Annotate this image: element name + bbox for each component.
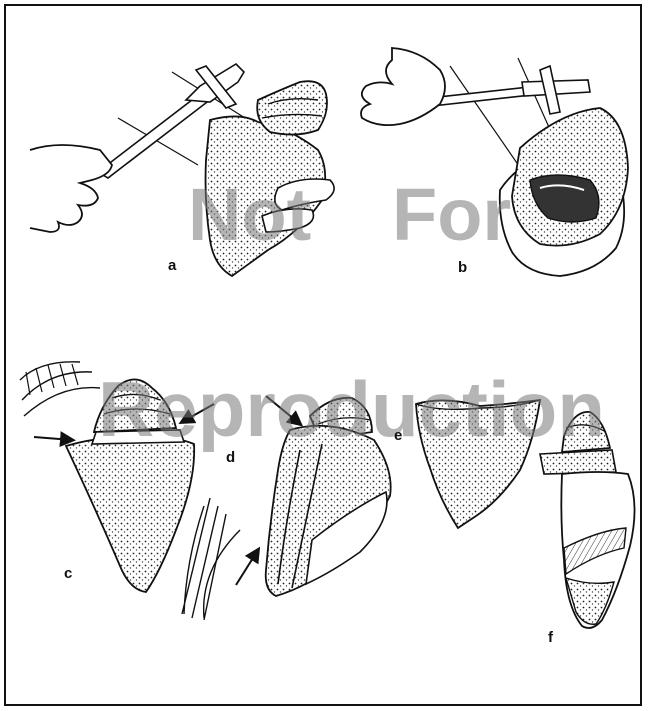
shell-c-body [66,437,194,592]
panel-label-e: e [394,428,402,443]
panel-b-drawing [361,48,628,276]
panel-label-d: d [226,450,235,465]
panel-f-drawing [540,412,635,628]
arrow-c-right [182,404,214,422]
panel-c-drawing [20,362,214,592]
shell-f-spire [562,412,610,452]
shell-c-spire [94,379,176,432]
panel-e-drawing [416,400,540,528]
hand-b-rod [361,48,445,125]
hand-a [30,145,112,232]
panel-label-b: b [458,260,467,275]
arrow-c-left [34,437,72,440]
panel-label-c: c [64,566,72,581]
shell-e [416,400,540,528]
panel-label-f: f [548,630,553,645]
panel-a-drawing [30,64,334,276]
panel-label-a: a [168,258,176,273]
arrow-d-lower [236,550,258,585]
arrow-d-upper [266,396,300,424]
panel-d-drawing [182,396,391,620]
